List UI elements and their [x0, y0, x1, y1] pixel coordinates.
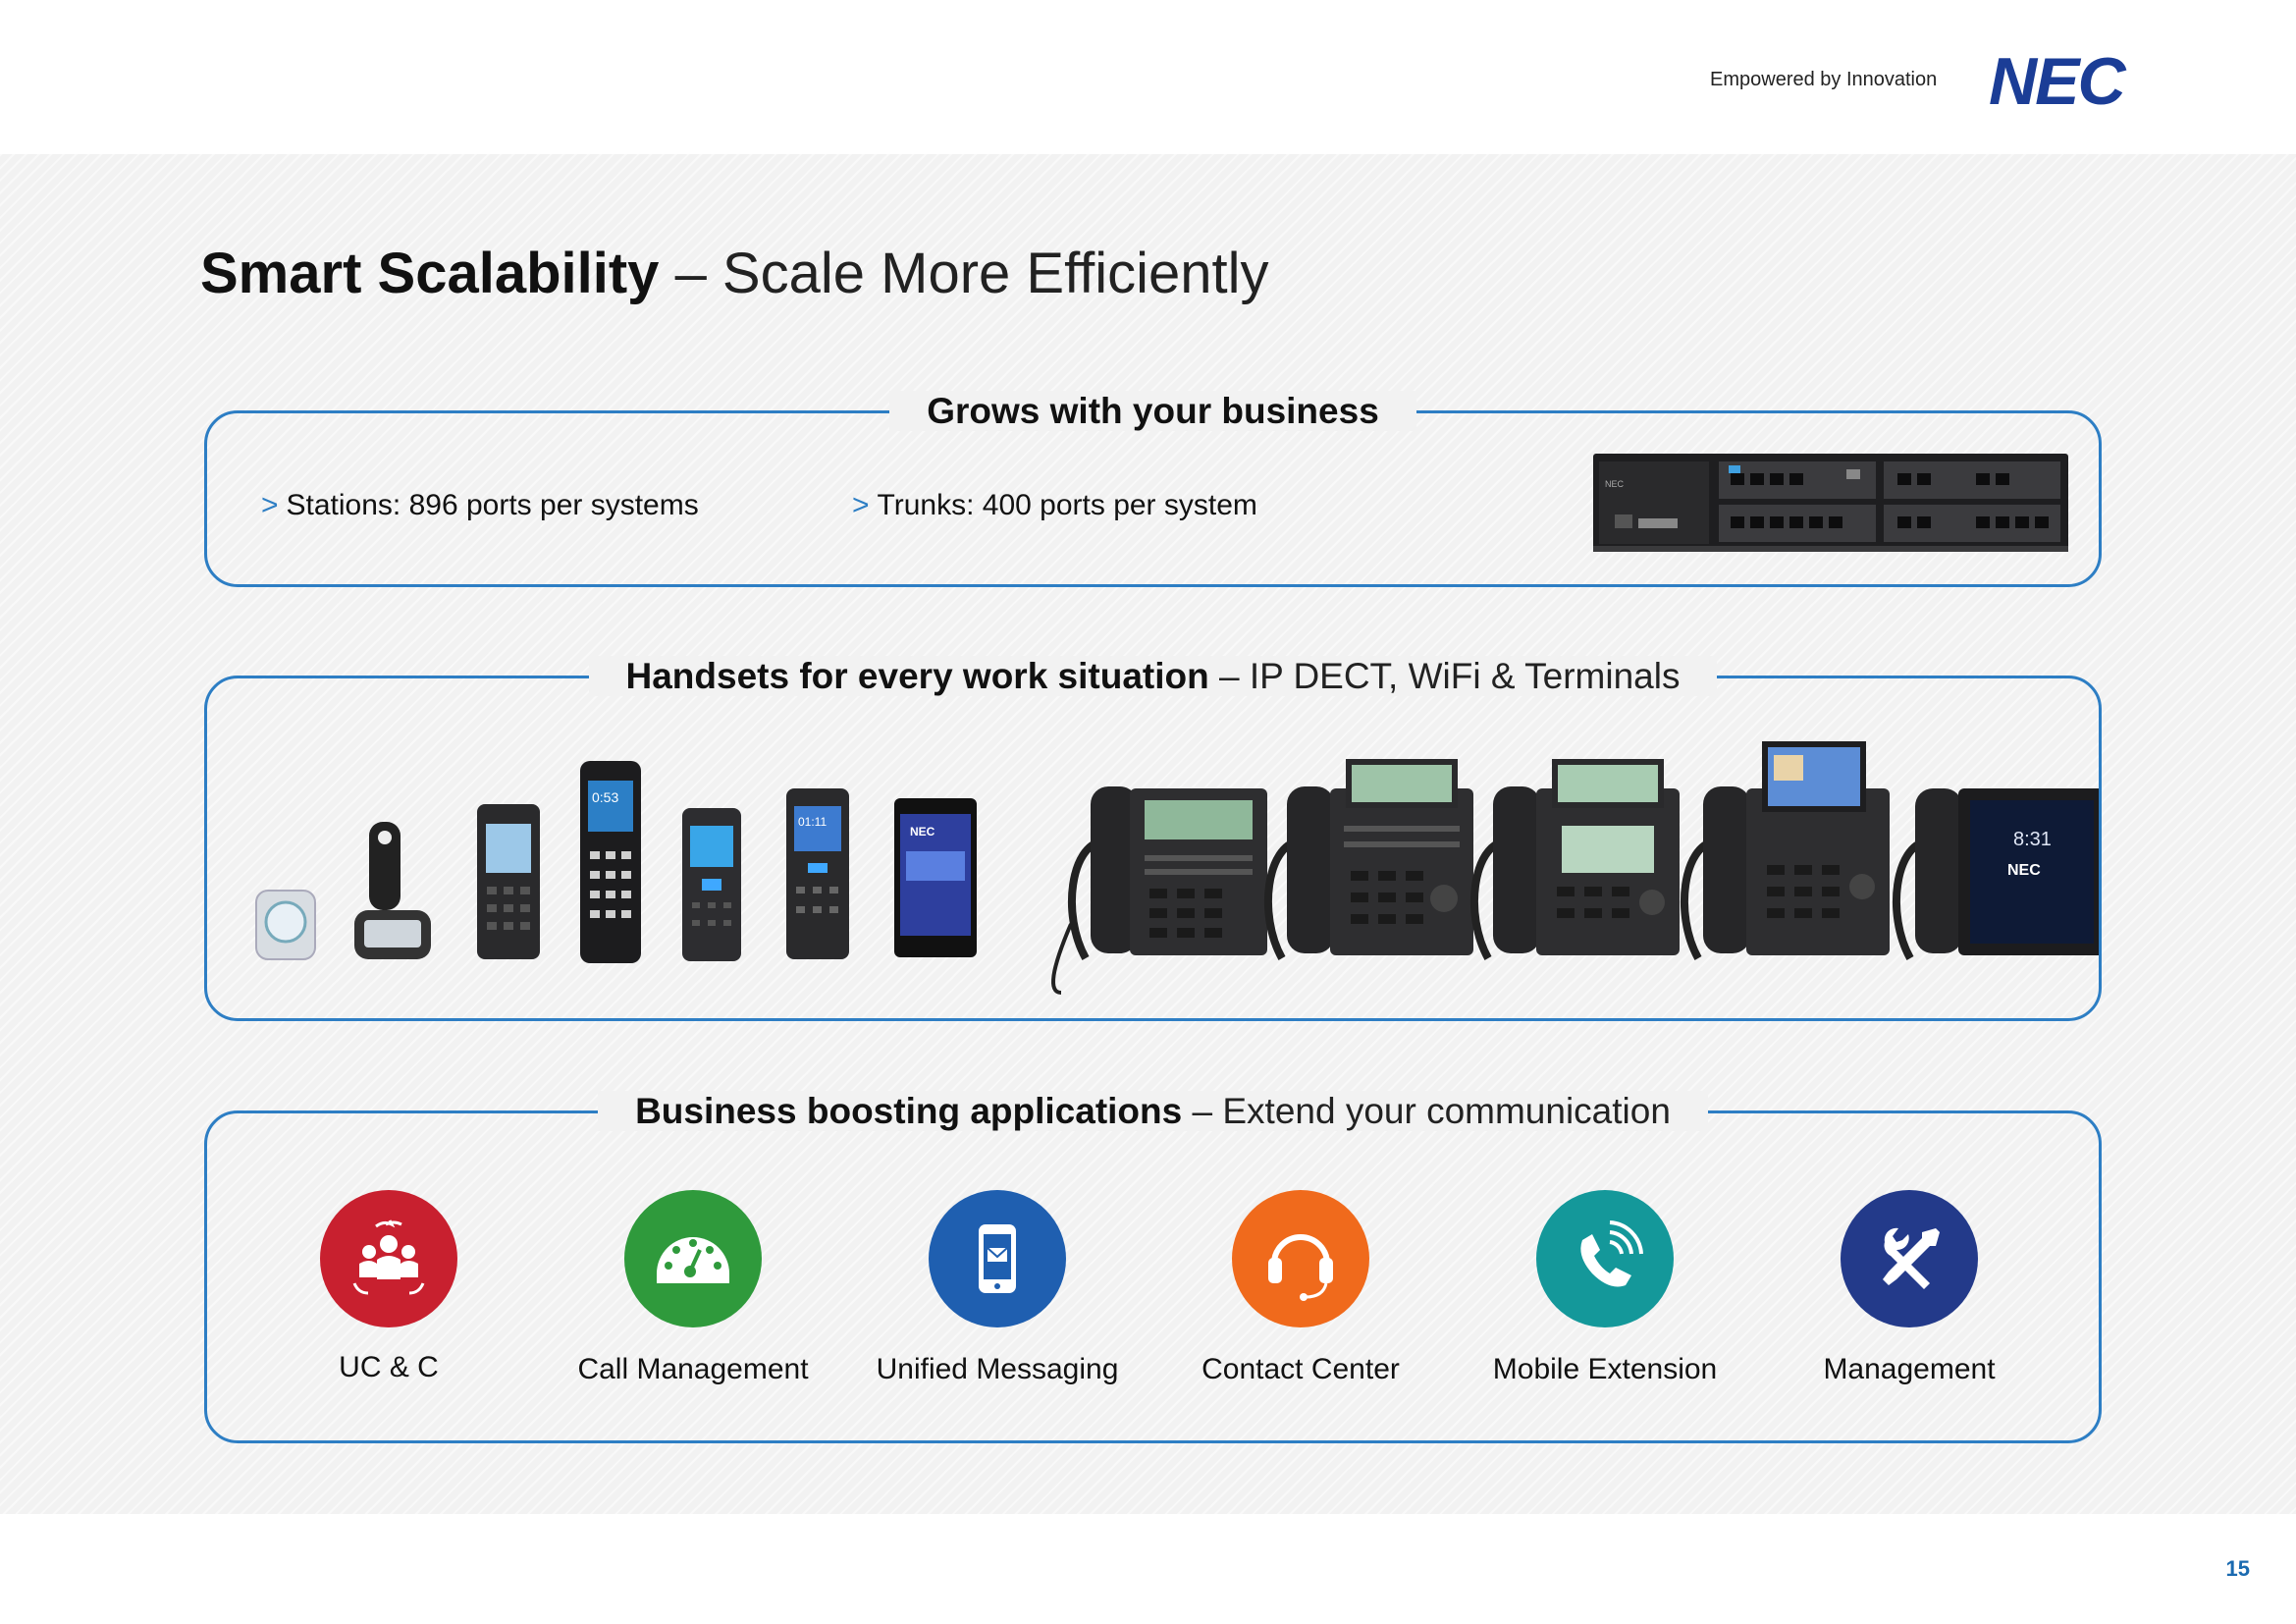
desk-phone-2-icon [1263, 759, 1473, 960]
app-label: Call Management [577, 1353, 809, 1385]
apps-title: Business boosting applications [635, 1091, 1183, 1131]
nec-logo: NEC [1989, 51, 2128, 110]
people-cycle-icon [320, 1190, 457, 1327]
desk-phone-4-icon [1680, 741, 1890, 960]
handsets-subtitle: – IP DECT, WiFi & Terminals [1219, 656, 1681, 696]
apps-subtitle: – Extend your communication [1192, 1091, 1671, 1131]
handsets-title: Handsets for every work situation [625, 656, 1209, 696]
mobile-message-icon [929, 1190, 1066, 1327]
app-label: Unified Messaging [876, 1353, 1119, 1385]
handsets-panel: Handsets for every work situation – IP D… [204, 656, 2102, 1021]
dashboard-gauge-icon [624, 1190, 762, 1327]
trunks-bullet: >Trunks: 400 ports per system [852, 489, 1257, 521]
page-title: Smart Scalability – Scale More Efficient… [200, 242, 1269, 305]
svg-text:NEC: NEC [1605, 479, 1625, 489]
page-number: 15 [2225, 1556, 2250, 1581]
app-label: Contact Center [1201, 1353, 1400, 1385]
app-management: Management [1762, 1190, 2056, 1386]
dect-handset-3-icon [682, 808, 741, 961]
desk-phone-3-icon [1469, 759, 1680, 960]
belt-clip-pager-icon [354, 822, 431, 959]
phone-signal-icon [1536, 1190, 1674, 1327]
app-uc-c: UC & C [241, 1190, 536, 1384]
apps-panel: Business boosting applications – Extend … [204, 1091, 2102, 1443]
header: Empowered by Innovation NEC [0, 0, 2296, 154]
touch-desk-phone-icon: 8:31 NEC [1892, 788, 2099, 960]
app-label: Mobile Extension [1492, 1353, 1718, 1385]
svg-text:01:11: 01:11 [798, 815, 827, 829]
svg-text:NEC: NEC [2007, 862, 2041, 879]
svg-text:NEC: NEC [1989, 51, 2126, 110]
app-contact-center: Contact Center [1153, 1190, 1448, 1386]
svg-text:0:53: 0:53 [592, 789, 618, 805]
app-call-management: Call Management [546, 1190, 840, 1386]
stations-bullet: >Stations: 896 ports per systems [261, 489, 699, 521]
app-label: Management [1823, 1353, 1996, 1385]
dect-handset-2-icon: 0:53 [580, 761, 641, 963]
tagline: Empowered by Innovation [1710, 69, 1938, 90]
dect-handset-4-icon: 01:11 [786, 788, 849, 959]
grows-panel: Grows with your business >Stations: 896 … [204, 391, 2102, 587]
svg-text:8:31: 8:31 [2013, 829, 2052, 850]
dect-pendant-icon [255, 890, 316, 960]
handsets-illustration: 0:53 01:11 NEC [255, 741, 2099, 995]
app-label: UC & C [339, 1351, 439, 1383]
desk-phone-1-icon [1051, 786, 1267, 995]
chevron-right-icon: > [852, 489, 870, 521]
rack-server-icon: NEC [1593, 454, 2068, 552]
tools-icon [1841, 1190, 1978, 1327]
headset-icon [1232, 1190, 1369, 1327]
app-mobile-extension: Mobile Extension [1458, 1190, 1752, 1386]
chevron-right-icon: > [261, 489, 279, 521]
smartphone-handset-icon: NEC [894, 798, 977, 957]
app-unified-messaging: Unified Messaging [850, 1190, 1145, 1386]
footer [0, 1514, 2296, 1624]
dect-handset-1-icon [477, 804, 540, 959]
grows-title: Grows with your business [927, 391, 1379, 431]
svg-text:NEC: NEC [910, 825, 935, 839]
